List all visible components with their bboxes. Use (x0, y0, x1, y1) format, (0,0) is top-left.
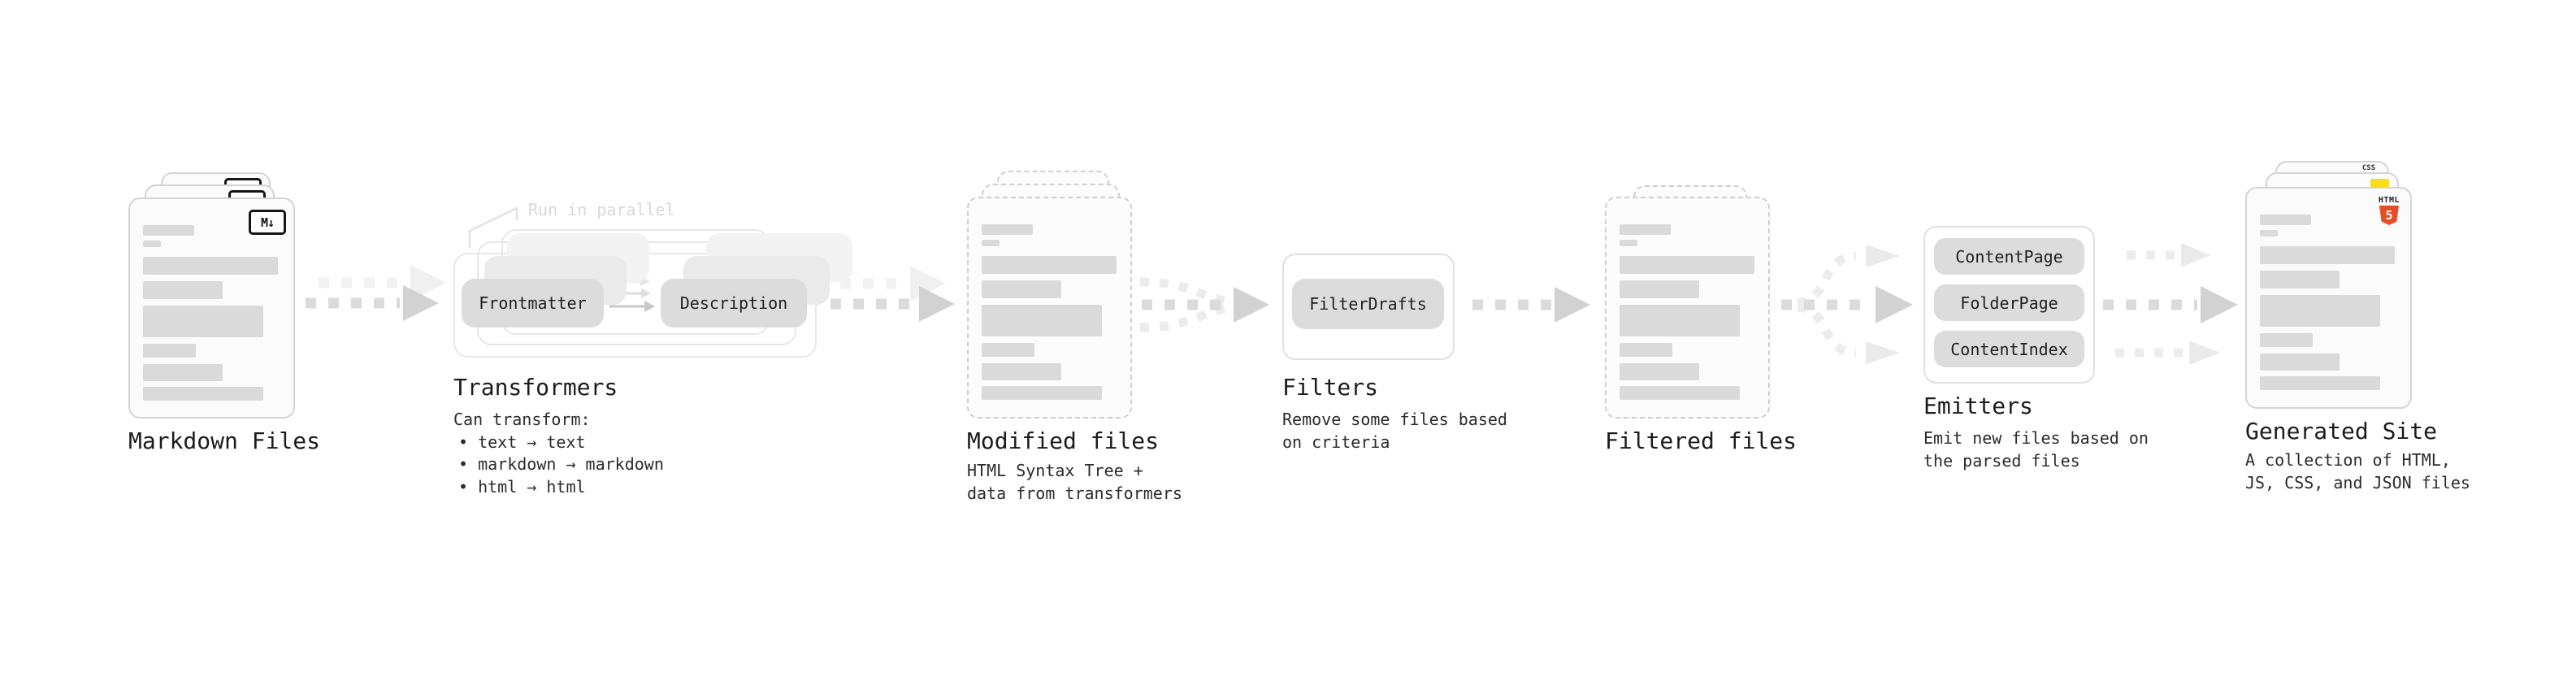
emitters-description: the parsed files (1923, 451, 2080, 471)
generated-description: A collection of HTML, (2245, 450, 2451, 470)
arrow-filters-to-filtered (1472, 287, 1590, 323)
text-placeholder-bar (1620, 386, 1740, 400)
transformer-description-node: Description (661, 279, 807, 327)
filter-filterdrafts-node: FilterDrafts (1292, 279, 1444, 329)
text-placeholder-bar (2260, 295, 2380, 327)
text-placeholder-bar (2260, 376, 2380, 390)
doc-content-placeholder (1620, 198, 1757, 400)
text-placeholder-bar (982, 343, 1034, 357)
transformers-bullet: • text → text (458, 432, 586, 452)
emitter-folderpage-node: FolderPage (1934, 284, 2084, 321)
text-placeholder-bar (143, 364, 223, 381)
doc-content-placeholder (143, 199, 282, 401)
arrow-modified-to-filters (1139, 277, 1269, 332)
text-placeholder-bar (1620, 280, 1699, 298)
modified-file-card-front (967, 197, 1132, 419)
emitters-description: Emit new files based on (1923, 428, 2149, 448)
modified-description: data from transformers (967, 484, 1182, 503)
generated-description: JS, CSS, and JSON files (2245, 473, 2470, 492)
text-placeholder-bar (143, 241, 161, 247)
text-placeholder-bar (143, 281, 223, 299)
text-placeholder-bar (143, 257, 278, 275)
text-placeholder-bar (143, 387, 263, 401)
filtered-file-card-front (1605, 197, 1770, 419)
text-placeholder-bar (1620, 343, 1672, 357)
markdown-icon: M↓ (249, 210, 286, 235)
text-placeholder-bar (2260, 215, 2311, 225)
stage-title-generated-site: Generated Site (2245, 418, 2438, 445)
text-placeholder-bar (1620, 224, 1671, 235)
html5-icon: HTML 5 (2379, 196, 2400, 225)
text-placeholder-bar (1620, 256, 1754, 274)
filters-description: on criteria (1282, 432, 1390, 452)
text-placeholder-bar (982, 363, 1061, 380)
text-placeholder-bar (2260, 354, 2340, 371)
stage-title-markdown-files: Markdown Files (128, 427, 321, 454)
text-placeholder-bar (143, 225, 194, 236)
transformers-bullet: • html → html (458, 477, 586, 497)
text-placeholder-bar (2260, 333, 2313, 347)
text-placeholder-bar (2260, 230, 2278, 236)
arrow-filtered-to-emitters (1781, 245, 1913, 364)
stage-title-filters: Filters (1282, 374, 1379, 401)
stage-title-transformers: Transformers (453, 374, 618, 401)
stage-title-emitters: Emitters (1923, 393, 2033, 419)
emitter-contentindex-node: ContentIndex (1934, 331, 2084, 367)
emitter-contentpage-node: ContentPage (1934, 238, 2084, 275)
doc-content-placeholder (982, 198, 1119, 400)
text-placeholder-bar (982, 386, 1102, 400)
doc-content-placeholder (2260, 189, 2399, 390)
arrow-markdown-to-transformers (306, 265, 446, 321)
stage-title-modified-files: Modified files (967, 427, 1160, 454)
text-placeholder-bar (2260, 246, 2395, 264)
text-placeholder-bar (2260, 271, 2340, 288)
stage-title-filtered-files: Filtered files (1605, 427, 1798, 454)
markdown-file-card-front: M↓ (128, 197, 295, 419)
transformer-frontmatter-node: Frontmatter (462, 279, 604, 327)
text-placeholder-bar (143, 344, 196, 358)
text-placeholder-bar (982, 280, 1061, 298)
filters-description: Remove some files based (1282, 410, 1507, 429)
modified-description: HTML Syntax Tree + (967, 461, 1143, 480)
text-placeholder-bar (1620, 363, 1699, 380)
text-placeholder-bar (1620, 305, 1740, 336)
text-placeholder-bar (982, 224, 1033, 235)
text-placeholder-bar (982, 305, 1102, 336)
transformers-bullet: • markdown → markdown (458, 454, 664, 474)
text-placeholder-bar (982, 256, 1117, 274)
arrow-emitters-to-generated (2103, 243, 2238, 365)
text-placeholder-bar (982, 240, 1000, 246)
transformers-description: Can transform: (453, 410, 591, 429)
generated-file-card-html: HTML 5 (2245, 187, 2412, 409)
run-in-parallel-label: Run in parallel (528, 200, 675, 219)
text-placeholder-bar (143, 306, 263, 337)
text-placeholder-bar (1620, 240, 1637, 246)
